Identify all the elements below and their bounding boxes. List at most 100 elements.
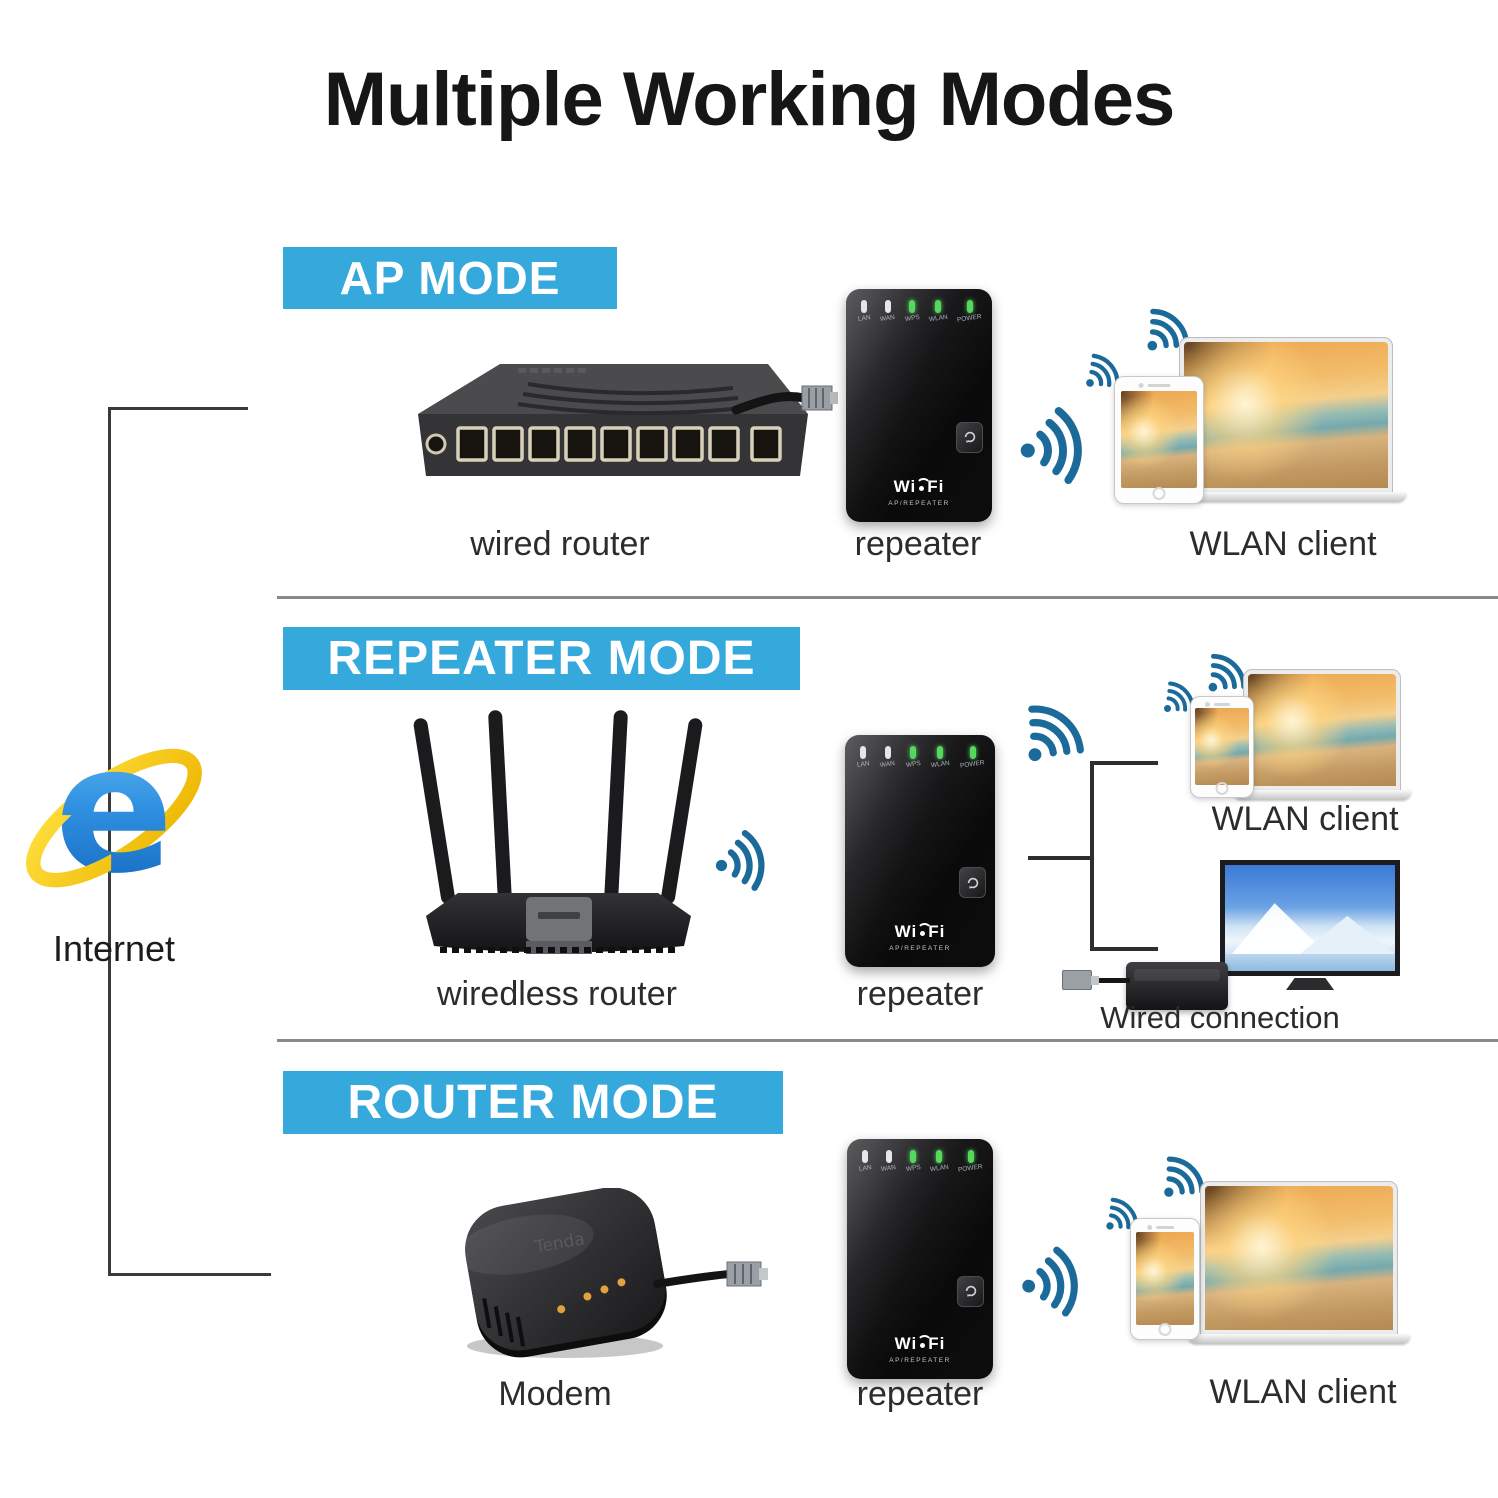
phone-home-button [1158, 1323, 1172, 1336]
led-power: POWER [960, 746, 986, 770]
led-label: WPS [904, 314, 920, 323]
repeater-led-strip: LAN WAN WPS WLAN POWER [858, 1150, 983, 1174]
internet-connector-bottom-branch [108, 1273, 271, 1276]
phone-speaker [1147, 1224, 1174, 1230]
wifi-brand-logo: Wi Fi [845, 922, 995, 942]
led-label: WAN [879, 313, 896, 324]
led-lan: LAN [856, 746, 871, 769]
banner-ap-mode: AP MODE [283, 247, 617, 309]
wps-button-icon [957, 1275, 984, 1307]
wifi-dot-icon [916, 478, 932, 491]
led-wlan: WLAN [931, 746, 950, 769]
led-wlan: WLAN [928, 300, 949, 324]
wifi-signal-icon [1010, 396, 1109, 495]
bracket-stub-line [1028, 856, 1094, 860]
device-label: repeater [856, 1375, 984, 1413]
wifi-brand-logo: Wi Fi [847, 1334, 993, 1354]
brand-left: Wi [894, 922, 918, 941]
brand-left: Wi [893, 477, 917, 496]
laptop-base [1233, 790, 1411, 800]
brand-subtext: AP/REPEATER [889, 1357, 951, 1364]
device-label: Modem [498, 1375, 612, 1413]
repeater-device: LAN WAN WPS WLAN POWER Wi Fi AP/REPEATER [847, 1139, 993, 1379]
brand-left: Wi [894, 1334, 918, 1353]
wifi-dot-icon [917, 1335, 933, 1348]
laptop-base [1188, 1334, 1410, 1344]
led-lan: LAN [858, 1150, 873, 1173]
smartphone [1130, 1218, 1200, 1340]
led-wps: WPS [904, 300, 920, 323]
led-label: LAN [856, 760, 871, 769]
beach-wallpaper [1184, 342, 1388, 488]
network-adapter-box [1126, 962, 1228, 1010]
tv-stand [1286, 978, 1334, 990]
led-label: POWER [957, 313, 983, 324]
bracket-top-branch [1094, 761, 1158, 765]
brand-right: Fi [928, 1334, 946, 1353]
repeater-led-strip: LAN WAN WPS WLAN POWER [856, 746, 986, 770]
laptop-screen [1200, 1181, 1398, 1335]
led-label: LAN [857, 314, 872, 323]
section-divider [277, 1039, 1498, 1042]
modem-image: Tenda [455, 1188, 768, 1358]
repeater-body: LAN WAN WPS WLAN POWER Wi Fi AP/REPEATER [845, 735, 995, 967]
smartphone [1190, 696, 1254, 798]
phone-speaker [1138, 382, 1171, 388]
mountain-wallpaper [1225, 865, 1395, 971]
wps-button-icon [956, 421, 983, 453]
internet-connector-vertical-line [108, 407, 111, 1276]
page-title: Multiple Working Modes [323, 57, 1176, 142]
device-label: repeater [856, 975, 984, 1013]
laptop [1166, 337, 1406, 502]
bracket-vertical-line [1090, 761, 1094, 951]
wps-button-icon [959, 867, 986, 899]
phone-speaker [1204, 701, 1231, 707]
wired-router-image [418, 364, 838, 476]
laptop-screen [1179, 337, 1393, 493]
beach-wallpaper [1135, 1232, 1195, 1325]
wifi-signal-icon [706, 820, 787, 901]
led-power: POWER [957, 300, 983, 324]
repeater-device: LAN WAN WPS WLAN POWER Wi Fi AP/REPEATER [845, 735, 995, 967]
phone-screen [1135, 1232, 1195, 1325]
led-label: LAN [858, 1164, 873, 1173]
led-label: POWER [960, 759, 986, 770]
device-label: Wired connection [1100, 1000, 1340, 1035]
cable-plug [1062, 970, 1099, 990]
device-label: WLAN client [1209, 1373, 1397, 1411]
wifi-dot-icon [917, 923, 933, 936]
led-label: WLAN [929, 1163, 950, 1174]
phone-home-button [1215, 781, 1229, 795]
led-power: POWER [958, 1150, 983, 1174]
led-label: WPS [905, 760, 921, 769]
brand-right: Fi [928, 922, 946, 941]
beach-wallpaper [1247, 674, 1397, 786]
brand-subtext: AP/REPEATER [889, 945, 951, 952]
phone-screen [1195, 708, 1249, 785]
led-lan: LAN [857, 300, 872, 323]
bracket-bottom-branch [1094, 947, 1158, 951]
section-divider [277, 596, 1498, 599]
led-label: WLAN [928, 313, 949, 324]
led-label: WPS [905, 1164, 921, 1173]
brand-subtext: AP/REPEATER [888, 500, 950, 507]
led-wan: WAN [881, 1150, 897, 1173]
device-label: WLAN client [1189, 525, 1377, 563]
laptop [1188, 1181, 1410, 1344]
beach-wallpaper [1205, 1186, 1393, 1330]
phone-home-button [1152, 486, 1166, 500]
television [1220, 860, 1400, 990]
beach-wallpaper [1121, 390, 1197, 488]
mountain-shape [1299, 915, 1395, 955]
led-wps: WPS [905, 746, 921, 769]
banner-repeater-mode: REPEATER MODE [283, 627, 800, 690]
wireless-router-image [413, 710, 703, 954]
led-wlan: WLAN [929, 1150, 950, 1174]
banner-router-mode: ROUTER MODE [283, 1071, 783, 1134]
laptop-base [1166, 492, 1406, 502]
wifi-signal-icon [1013, 1237, 1103, 1327]
beach-wallpaper [1195, 708, 1249, 785]
